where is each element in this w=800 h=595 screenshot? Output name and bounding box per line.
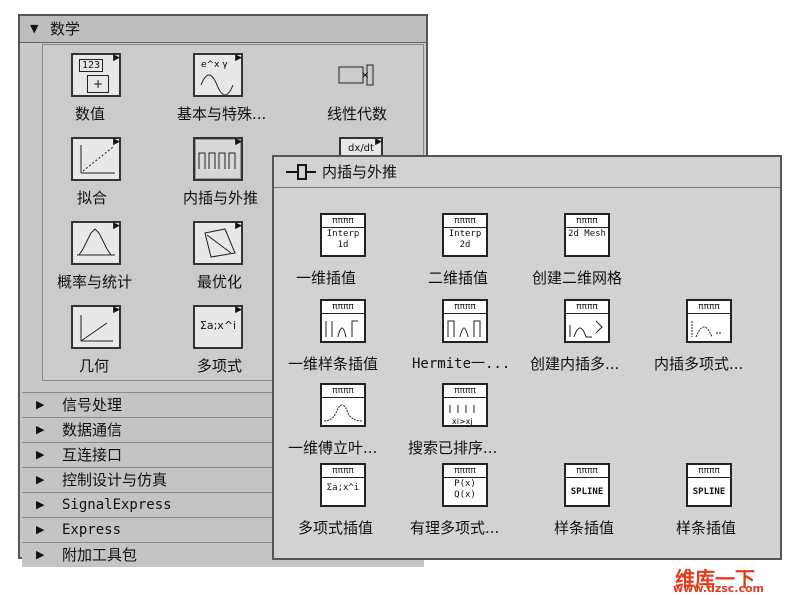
pushpin-icon[interactable] <box>284 161 318 183</box>
subpalette-item-label: 创建二维网格 <box>532 269 623 287</box>
expand-arrow-icon: ▶ <box>36 448 45 461</box>
interpolation-extrapolation-icon: ▶ <box>193 137 243 181</box>
icon-text: Σa;x^i <box>326 483 360 493</box>
probability-statistics-icon: ▶ <box>71 221 121 265</box>
subpalette-item-label: 创建内插多... <box>530 355 620 373</box>
search-sorted-icon[interactable]: ππππ xi>xj <box>442 383 488 427</box>
palette-label: 最优化 <box>197 273 243 291</box>
expand-arrow-icon: ▶ <box>36 398 45 411</box>
icon-text: Interp 2d <box>448 229 482 250</box>
fourier-1d-icon[interactable]: ππππ <box>320 383 366 427</box>
watermark-text: 维库一下 <box>675 567 755 591</box>
palette-label: 概率与统计 <box>57 273 133 291</box>
watermark-logo: 维库一下 www.dzsc.com <box>673 535 795 595</box>
palette-label: 几何 <box>79 357 110 375</box>
expand-arrow-icon: ▶ <box>36 523 45 536</box>
subpalette-item-label: 一维傅立叶... <box>288 439 378 457</box>
band-glyph: ππππ <box>322 465 364 478</box>
elementary-special-functions-icon: e^x γ ▶ <box>193 53 243 97</box>
numeric-icon: 123 + ▶ <box>71 53 121 97</box>
expand-arrow-icon: ▶ <box>36 548 45 561</box>
subpalette-item-label: 样条插值 <box>554 519 615 537</box>
linear-algebra-icon: × <box>331 53 381 97</box>
icon-text: SPLINE <box>570 487 604 497</box>
plus-glyph: + <box>87 75 109 93</box>
band-glyph: ππππ <box>444 215 486 228</box>
calculus-glyph: dx/dt <box>348 143 374 154</box>
collapse-arrow-icon[interactable]: ▼ <box>30 22 39 35</box>
expand-arrow-icon: ▶ <box>36 473 45 486</box>
band-glyph: ππππ <box>322 301 364 314</box>
hermite-icon[interactable]: ππππ <box>442 299 488 343</box>
numeric-glyph: 123 <box>79 59 104 72</box>
fitting-icon: ▶ <box>71 137 121 181</box>
band-glyph: ππππ <box>566 301 608 314</box>
svg-text:×: × <box>361 70 369 81</box>
palette-label: 线性代数 <box>327 105 388 123</box>
optimization-icon: ▶ <box>193 221 243 265</box>
subpalette-title: 内插与外推 <box>322 163 398 181</box>
watermark-url: www.dzsc.com <box>673 582 765 595</box>
band-glyph: ππππ <box>444 465 486 478</box>
subpalette-item-label: 样条插值 <box>676 519 737 537</box>
subpalette-item-label: 一维插值 <box>296 269 357 287</box>
category-label: 控制设计与仿真 <box>62 471 168 489</box>
geometry-icon: ▶ <box>71 305 121 349</box>
icon-text: P(x) Q(x) <box>454 479 476 500</box>
subpalette-item-label: 一维样条插值 <box>288 355 379 373</box>
palette-title: 数学 <box>50 20 81 38</box>
category-label: 附加工具包 <box>62 546 138 564</box>
palette-header[interactable]: ▼ 数学 <box>20 16 426 43</box>
band-glyph: ππππ <box>688 301 730 314</box>
subpalette-item-label: Hermite一... <box>412 356 511 372</box>
icon-text: Interp 1d <box>326 229 360 250</box>
palette-label: 数值 <box>75 105 106 123</box>
band-glyph: ππππ <box>566 465 608 478</box>
create-interp-poly-icon[interactable]: ππππ <box>564 299 610 343</box>
polynomial-icon: Σa;x^i ▶ <box>193 305 243 349</box>
palette-label: 内插与外推 <box>183 189 259 207</box>
svg-text:e^x γ: e^x γ <box>201 60 228 70</box>
subpalette-item-label: 搜索已排序... <box>408 439 498 457</box>
category-label: Express <box>62 522 122 538</box>
band-glyph: ππππ <box>566 215 608 228</box>
subpalette-item-label: 内插多项式... <box>654 355 744 373</box>
category-label: 信号处理 <box>62 396 123 414</box>
subpalette-item-label: 有理多项式... <box>410 519 500 537</box>
subpalette-item-label: 多项式插值 <box>298 519 374 537</box>
icon-text: 2d Mesh <box>568 229 606 239</box>
palette-label: 基本与特殊... <box>177 105 267 123</box>
subpalette-item-label: 二维插值 <box>428 269 489 287</box>
interp-poly-icon[interactable]: ππππ <box>686 299 732 343</box>
palette-label: 多项式 <box>197 357 243 375</box>
spline-1d-icon[interactable]: ππππ <box>320 299 366 343</box>
subpalette-header: 内插与外推 <box>274 157 780 188</box>
expand-arrow-icon: ▶ <box>36 498 45 511</box>
icon-text: SPLINE <box>692 487 726 497</box>
band-glyph: ππππ <box>688 465 730 478</box>
polynomial-glyph: Σa;x^i <box>199 319 237 332</box>
category-label: SignalExpress <box>62 497 172 513</box>
band-glyph: ππππ <box>444 301 486 314</box>
category-label: 互连接口 <box>62 446 123 464</box>
category-label: 数据通信 <box>62 421 123 439</box>
expand-arrow-icon: ▶ <box>36 423 45 436</box>
svg-text:xi>xj: xi>xj <box>452 417 473 426</box>
band-glyph: ππππ <box>322 385 364 398</box>
band-glyph: ππππ <box>322 215 364 228</box>
band-glyph: ππππ <box>444 385 486 398</box>
palette-label: 拟合 <box>77 189 108 207</box>
